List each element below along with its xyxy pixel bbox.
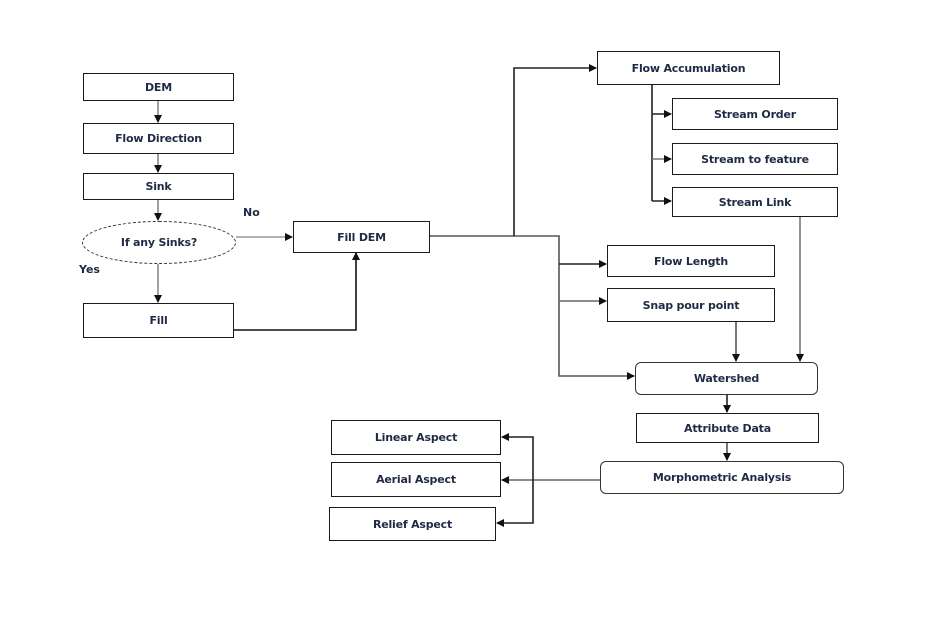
node-snap-pour-point: Snap pour point xyxy=(607,288,775,322)
node-stream-link-label: Stream Link xyxy=(718,195,792,209)
edge-filldem-trunk xyxy=(430,235,635,380)
node-stream-to-feature-label: Stream to feature xyxy=(701,152,809,166)
node-stream-to-feature: Stream to feature xyxy=(672,143,838,175)
node-fill-dem: Fill DEM xyxy=(293,221,430,253)
node-stream-link: Stream Link xyxy=(672,187,838,217)
edge-label-no: No xyxy=(243,206,260,219)
node-flow-direction-label: Flow Direction xyxy=(115,132,202,145)
node-aerial-aspect: Aerial Aspect xyxy=(331,462,501,497)
node-dem-label: DEM xyxy=(145,80,172,94)
edge-filldem-flowacc xyxy=(513,64,597,236)
node-relief-aspect: Relief Aspect xyxy=(329,507,496,541)
node-stream-order-label: Stream Order xyxy=(714,107,796,121)
node-flow-accumulation: Flow Accumulation xyxy=(597,51,780,85)
node-flow-length-label: Flow Length xyxy=(654,254,728,268)
edge-morpho-relief xyxy=(496,480,534,527)
node-relief-aspect-label: Relief Aspect xyxy=(372,517,453,531)
decision-label: If any Sinks? xyxy=(120,236,198,249)
node-attribute-data-label: Attribute Data xyxy=(684,421,771,435)
node-flow-length: Flow Length xyxy=(607,245,775,277)
node-linear-aspect-label: Linear Aspect xyxy=(374,431,458,444)
node-aerial-aspect-label: Aerial Aspect xyxy=(376,473,456,486)
node-attribute-data: Attribute Data xyxy=(636,413,819,443)
node-flow-direction: Flow Direction xyxy=(83,123,234,154)
edge-morpho-linear xyxy=(501,433,534,480)
node-sink-label: Sink xyxy=(145,180,172,193)
node-watershed-label: Watershed xyxy=(693,372,760,385)
node-linear-aspect: Linear Aspect xyxy=(331,420,501,455)
node-morphometric-analysis-label: Morphometric Analysis xyxy=(652,471,792,484)
node-snap-pour-point-label: Snap pour point xyxy=(642,298,740,312)
node-morphometric-analysis: Morphometric Analysis xyxy=(600,461,844,494)
node-stream-order: Stream Order xyxy=(672,98,838,130)
node-flow-accumulation-label: Flow Accumulation xyxy=(631,61,746,75)
node-sink: Sink xyxy=(83,173,234,200)
node-fill-label: Fill xyxy=(149,314,168,327)
edge-fill-filldem xyxy=(234,252,360,331)
node-dem: DEM xyxy=(83,73,234,101)
decision-if-any-sinks: If any Sinks? xyxy=(82,221,236,264)
edge-label-yes: Yes xyxy=(79,263,100,276)
node-watershed: Watershed xyxy=(635,362,818,395)
node-fill: Fill xyxy=(83,303,234,338)
node-fill-dem-label: Fill DEM xyxy=(337,230,386,244)
